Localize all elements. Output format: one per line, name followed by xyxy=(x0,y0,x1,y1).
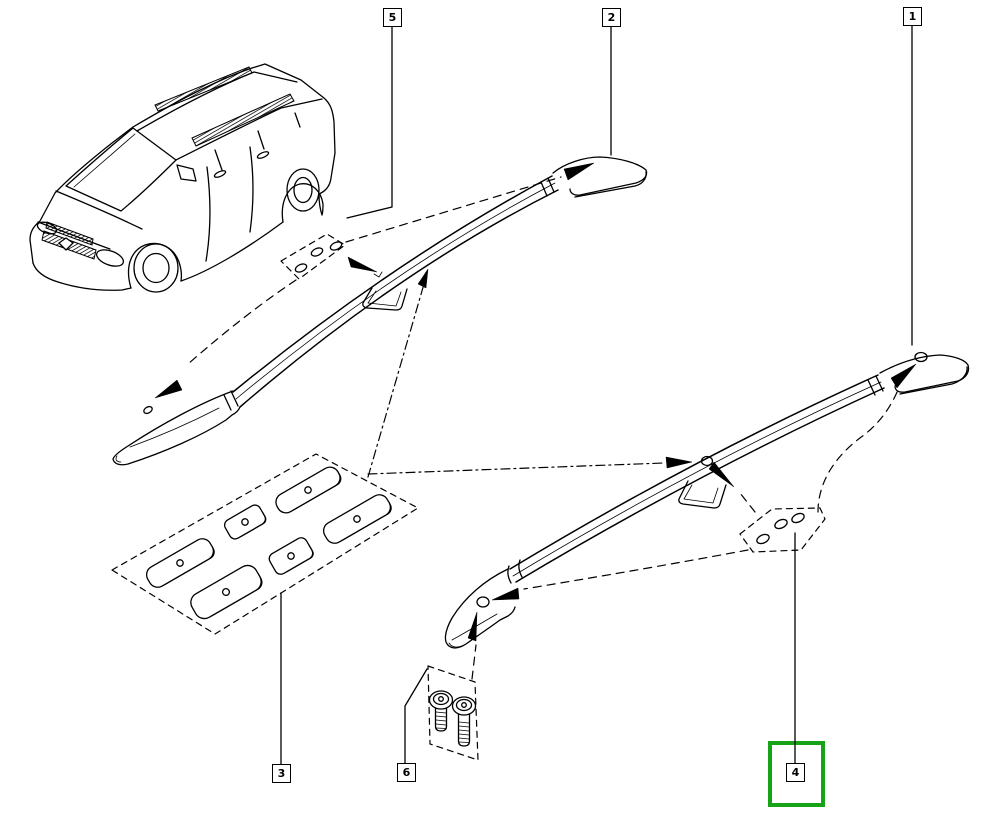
insertion-arrow xyxy=(467,611,478,642)
pad xyxy=(145,538,215,588)
insertion-arrow xyxy=(347,256,378,273)
rail-mid-hole xyxy=(700,455,714,467)
kit-boundary xyxy=(280,233,346,280)
kit-boundary xyxy=(111,453,419,635)
screw-kit-illustration xyxy=(427,644,479,761)
car-roof-rail-near xyxy=(191,93,295,147)
leader-callout-5 xyxy=(346,24,393,219)
leader-clips-to-bracket xyxy=(739,492,756,513)
clip xyxy=(774,518,788,530)
callout-box-5[interactable]: 5 xyxy=(383,8,402,27)
rail-end-hole xyxy=(143,405,153,415)
pad xyxy=(223,504,267,540)
kit-boundary xyxy=(739,507,826,553)
callout-box-6[interactable]: 6 xyxy=(397,763,416,782)
leader-screws-to-rail xyxy=(471,644,477,680)
callout-box-4-highlighted[interactable]: 4 xyxy=(786,763,805,782)
insertion-arrow xyxy=(154,379,183,399)
pad xyxy=(275,466,342,514)
vehicle-illustration xyxy=(29,63,336,293)
insertion-arrow xyxy=(665,456,693,469)
pad-kit-illustration xyxy=(111,283,665,635)
pad xyxy=(268,537,314,575)
leader-clips-to-front-end xyxy=(187,279,297,365)
side-mirror xyxy=(176,164,197,182)
kit-boundary xyxy=(427,665,479,761)
headlamp xyxy=(95,249,125,267)
rail-end-hole xyxy=(476,596,490,608)
leader-clips-to-rear-end xyxy=(345,176,562,243)
roof-rail-left-illustration xyxy=(112,156,648,466)
callout-box-1[interactable]: 1 xyxy=(903,7,922,26)
leader-pads-to-right-rail xyxy=(367,462,665,475)
insertion-arrow xyxy=(890,363,917,389)
clip-kit-right-illustration xyxy=(523,389,899,590)
callout-leader-lines xyxy=(280,23,913,765)
clip xyxy=(294,263,308,273)
screw xyxy=(451,696,477,747)
clip-kit-left-illustration xyxy=(187,176,562,365)
rail-end-hole xyxy=(914,351,928,363)
leader-clips-to-front-end xyxy=(523,549,749,590)
roof-rail-right-illustration xyxy=(444,351,970,649)
car-roof-rail-far xyxy=(154,66,253,112)
insertion-arrow xyxy=(563,162,595,181)
rear-wheel xyxy=(286,168,320,212)
pad xyxy=(322,494,392,544)
callout-box-3[interactable]: 3 xyxy=(272,764,291,783)
highlight-box xyxy=(768,741,825,807)
leader-callout-6 xyxy=(404,668,428,764)
callout-box-2[interactable]: 2 xyxy=(602,8,621,27)
clip xyxy=(791,512,805,524)
clip xyxy=(329,241,343,251)
screw xyxy=(428,690,454,732)
insertion-arrow xyxy=(417,268,429,289)
leader-clips-to-rear-end xyxy=(817,389,899,513)
insertion-arrow xyxy=(708,461,735,488)
front-wheel xyxy=(133,243,179,293)
clip xyxy=(756,533,770,545)
clip xyxy=(310,247,324,257)
pad xyxy=(190,564,263,620)
leader-pads-to-left-rail xyxy=(367,283,425,478)
insertion-arrow xyxy=(491,587,520,601)
brand-diamond-badge xyxy=(58,237,74,251)
